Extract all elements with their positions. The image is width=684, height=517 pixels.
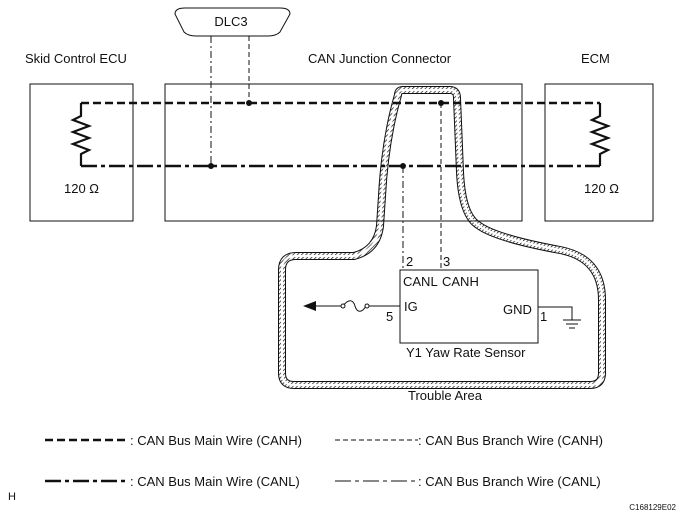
left-resistor: [69, 103, 93, 166]
arrow-icon: [303, 301, 316, 311]
legend-main-canl-label: : CAN Bus Main Wire (CANL): [130, 474, 300, 489]
pin-3-label: 3: [443, 254, 450, 269]
legend-branch-canl-label: : CAN Bus Branch Wire (CANL): [418, 474, 601, 489]
dlc3-label: DLC3: [214, 14, 247, 29]
right-resistor-value: 120 Ω: [584, 181, 619, 196]
pin-2-label: 2: [406, 254, 413, 269]
ecm-label: ECM: [581, 51, 610, 66]
junction-dot: [246, 100, 252, 106]
legend-branch-canh-label: : CAN Bus Branch Wire (CANH): [418, 433, 603, 448]
junction-dot: [208, 163, 214, 169]
legend-main-canh-label: : CAN Bus Main Wire (CANH): [130, 433, 302, 448]
dlc3-connector: [174, 7, 291, 37]
skid-control-ecu-label: Skid Control ECU: [25, 51, 127, 66]
canl-pin-label: CANL: [403, 274, 438, 289]
gnd-wire: [538, 306, 573, 320]
left-resistor-value: 120 Ω: [64, 181, 99, 196]
sensor-name-label: Y1 Yaw Rate Sensor: [406, 345, 526, 360]
ground-icon: [563, 319, 581, 329]
gnd-pin-label: GND: [503, 302, 532, 317]
right-resistor: [588, 103, 612, 166]
fuse-icon: [341, 302, 367, 311]
figure-code: C168129E02: [629, 503, 676, 512]
pin-1-label: 1: [540, 309, 547, 324]
yaw-rate-sensor-box: [399, 269, 539, 344]
corner-mark: H: [8, 491, 16, 503]
trouble-area-label: Trouble Area: [408, 388, 483, 403]
can-junction-connector-box: [164, 83, 523, 222]
canh-pin-label: CANH: [442, 274, 479, 289]
pin-5-label: 5: [386, 309, 393, 324]
can-junction-connector-label: CAN Junction Connector: [308, 51, 452, 66]
ig-pin-label: IG: [404, 299, 418, 314]
